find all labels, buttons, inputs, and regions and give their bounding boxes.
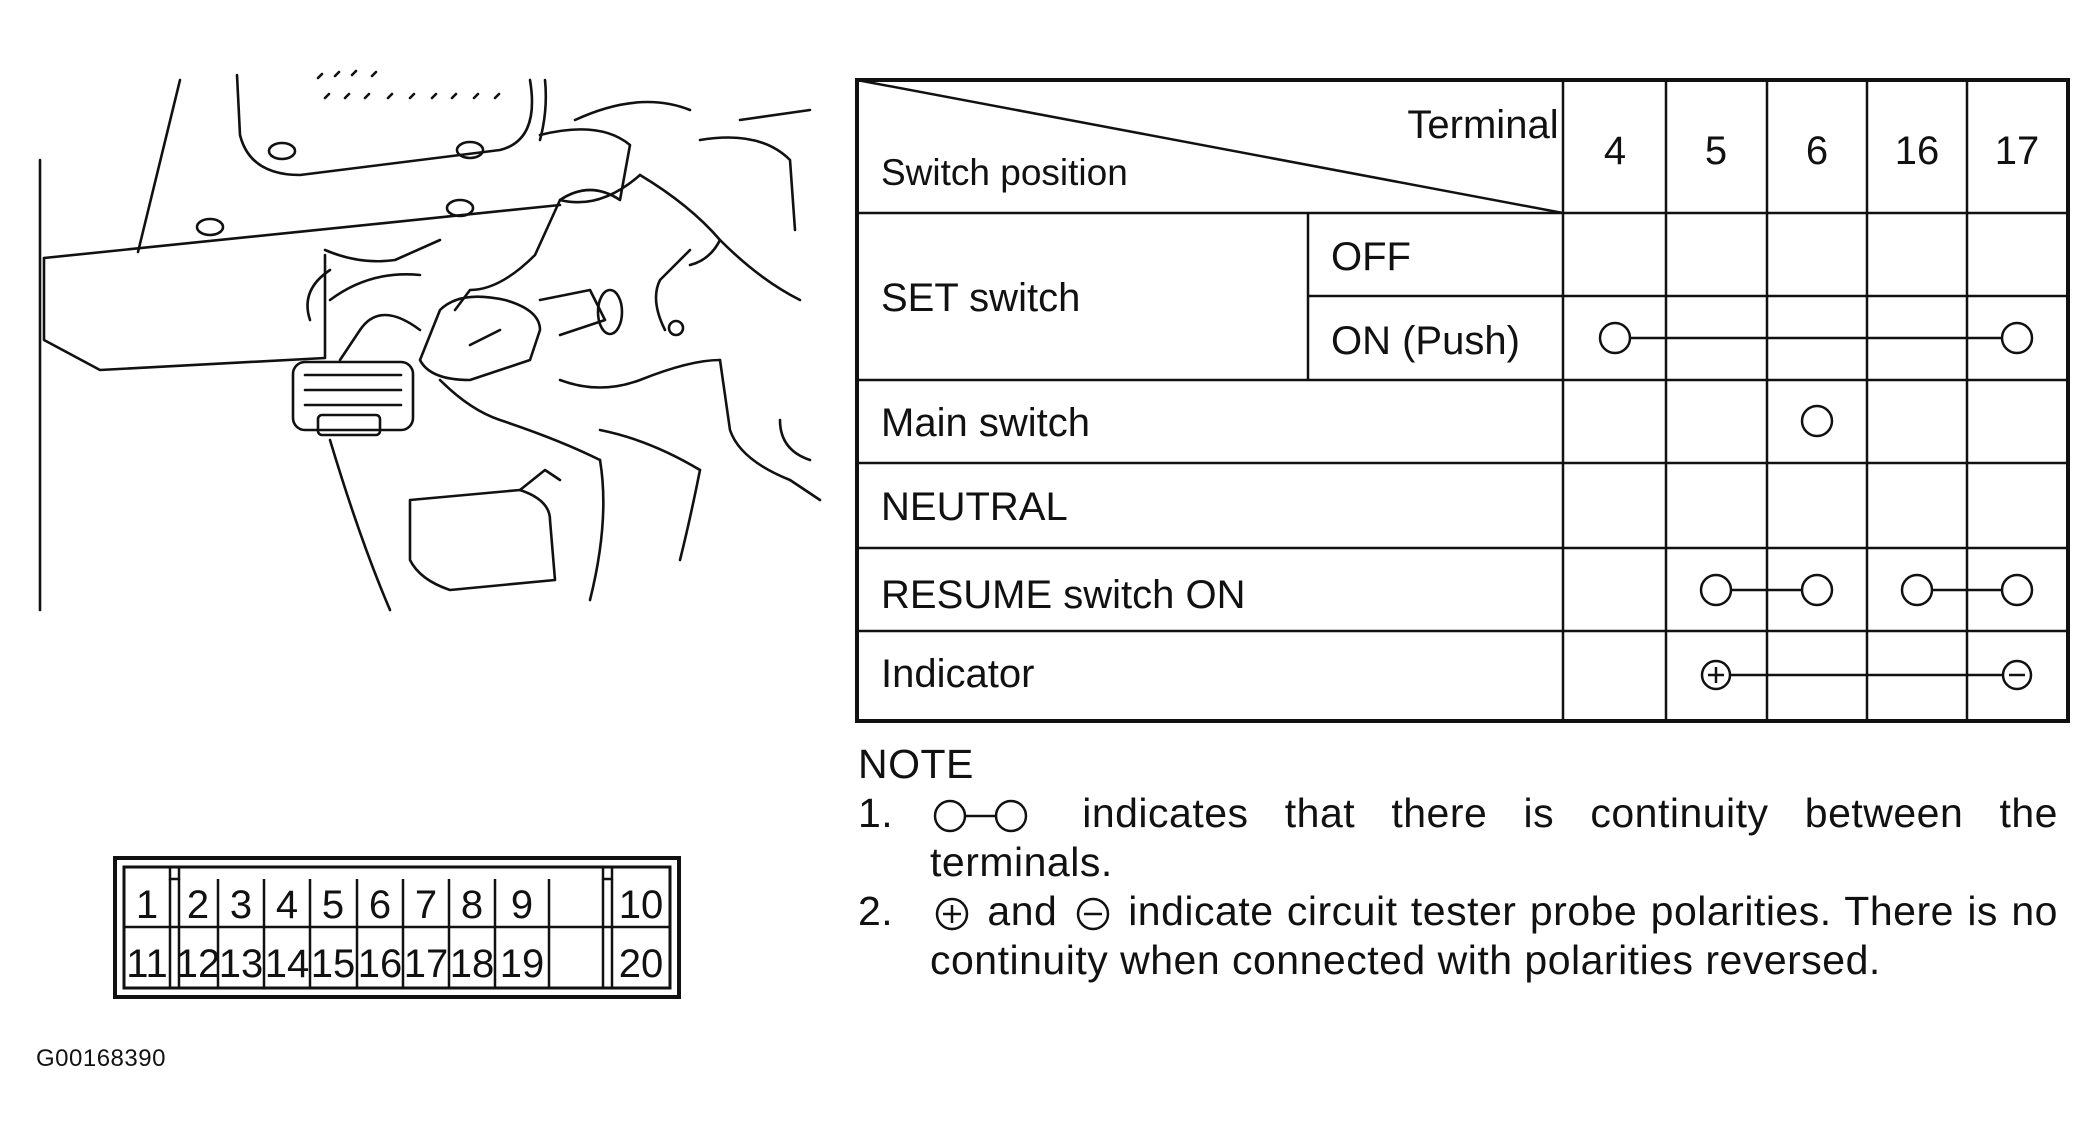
continuity-terminal-circle	[1598, 321, 1632, 355]
pin-14: 14	[265, 942, 310, 986]
pin-20: 20	[619, 942, 664, 986]
terminal-header-6: 6	[1806, 129, 1828, 173]
header-switch-position: Switch position	[881, 152, 1128, 193]
pin-8: 8	[461, 883, 483, 927]
row-label-neutral: NEUTRAL	[881, 485, 1068, 529]
switch-location-illustration	[38, 69, 822, 612]
note-title: NOTE	[858, 741, 974, 787]
note-item-1-text: indicates that there is continuity betwe…	[930, 790, 2058, 885]
note-block: NOTE 1. indicates that there is continui…	[858, 740, 2058, 985]
pin-1: 1	[136, 883, 158, 927]
figure-code: G00168390	[36, 1045, 166, 1072]
terminal-header-5: 5	[1705, 129, 1727, 173]
terminal-header-4: 4	[1604, 129, 1626, 173]
row-sub-on-push: ON (Push)	[1331, 319, 1520, 363]
row-label-set-switch: SET switch	[881, 276, 1080, 320]
pin-4: 4	[276, 883, 298, 927]
continuity-4-17	[1598, 321, 2034, 355]
pin-3: 3	[230, 883, 252, 927]
continuity-symbol-icon	[933, 799, 1028, 833]
continuity-terminal-circle	[1699, 573, 1733, 607]
pin-16: 16	[358, 942, 403, 986]
pin-17: 17	[404, 942, 449, 986]
note-item-2: 2. and indicate circuit tester probe pol…	[858, 887, 2058, 985]
note-item-2-number: 2.	[858, 888, 894, 934]
row-label-resume-switch-on: RESUME switch ON	[881, 573, 1246, 617]
header-diagonal	[856, 78, 1564, 215]
indicator-polarity-5-17	[1700, 659, 2033, 691]
pin-12: 12	[176, 942, 221, 986]
note-item-1: 1. indicates that there is continuity be…	[858, 789, 2058, 887]
continuity-table: Terminal Switch position 4 5 6 16 17 SET…	[855, 78, 2070, 723]
table-border	[855, 78, 2070, 723]
minus-polarity-icon	[1076, 897, 1110, 931]
terminal-header-17: 17	[1995, 129, 2040, 173]
note-item-2-text: indicate circuit tester probe polarities…	[930, 888, 2058, 983]
pin-6: 6	[369, 883, 391, 927]
row-label-main-switch: Main switch	[881, 401, 1090, 445]
pin-10: 10	[619, 883, 664, 927]
continuity-terminal-circle	[1900, 573, 1934, 607]
pin-13: 13	[219, 942, 264, 986]
pin-2: 2	[187, 883, 209, 927]
pin-15: 15	[311, 942, 356, 986]
continuity-16-17	[1900, 573, 2034, 607]
continuity-terminal-circle	[1800, 573, 1834, 607]
header-terminal: Terminal	[1407, 103, 1558, 147]
pin-19: 19	[500, 942, 545, 986]
continuity-terminal-circle	[2000, 321, 2034, 355]
row-label-indicator: Indicator	[881, 652, 1034, 696]
connector-outer-frame	[113, 856, 681, 999]
continuity-terminal-circle	[2000, 573, 2034, 607]
plus-polarity-icon	[935, 897, 969, 931]
main-switch-terminal-circle	[1800, 404, 1834, 438]
pin-18: 18	[450, 942, 495, 986]
continuity-5-6	[1699, 573, 1834, 607]
note-item-1-number: 1.	[858, 790, 894, 836]
note-item-2-and: and	[987, 888, 1058, 934]
row-sub-off: OFF	[1331, 235, 1411, 279]
pin-9: 9	[511, 883, 533, 927]
pin-11: 11	[126, 942, 168, 986]
terminal-header-16: 16	[1895, 129, 1940, 173]
pin-5: 5	[322, 883, 344, 927]
pin-7: 7	[415, 883, 437, 927]
